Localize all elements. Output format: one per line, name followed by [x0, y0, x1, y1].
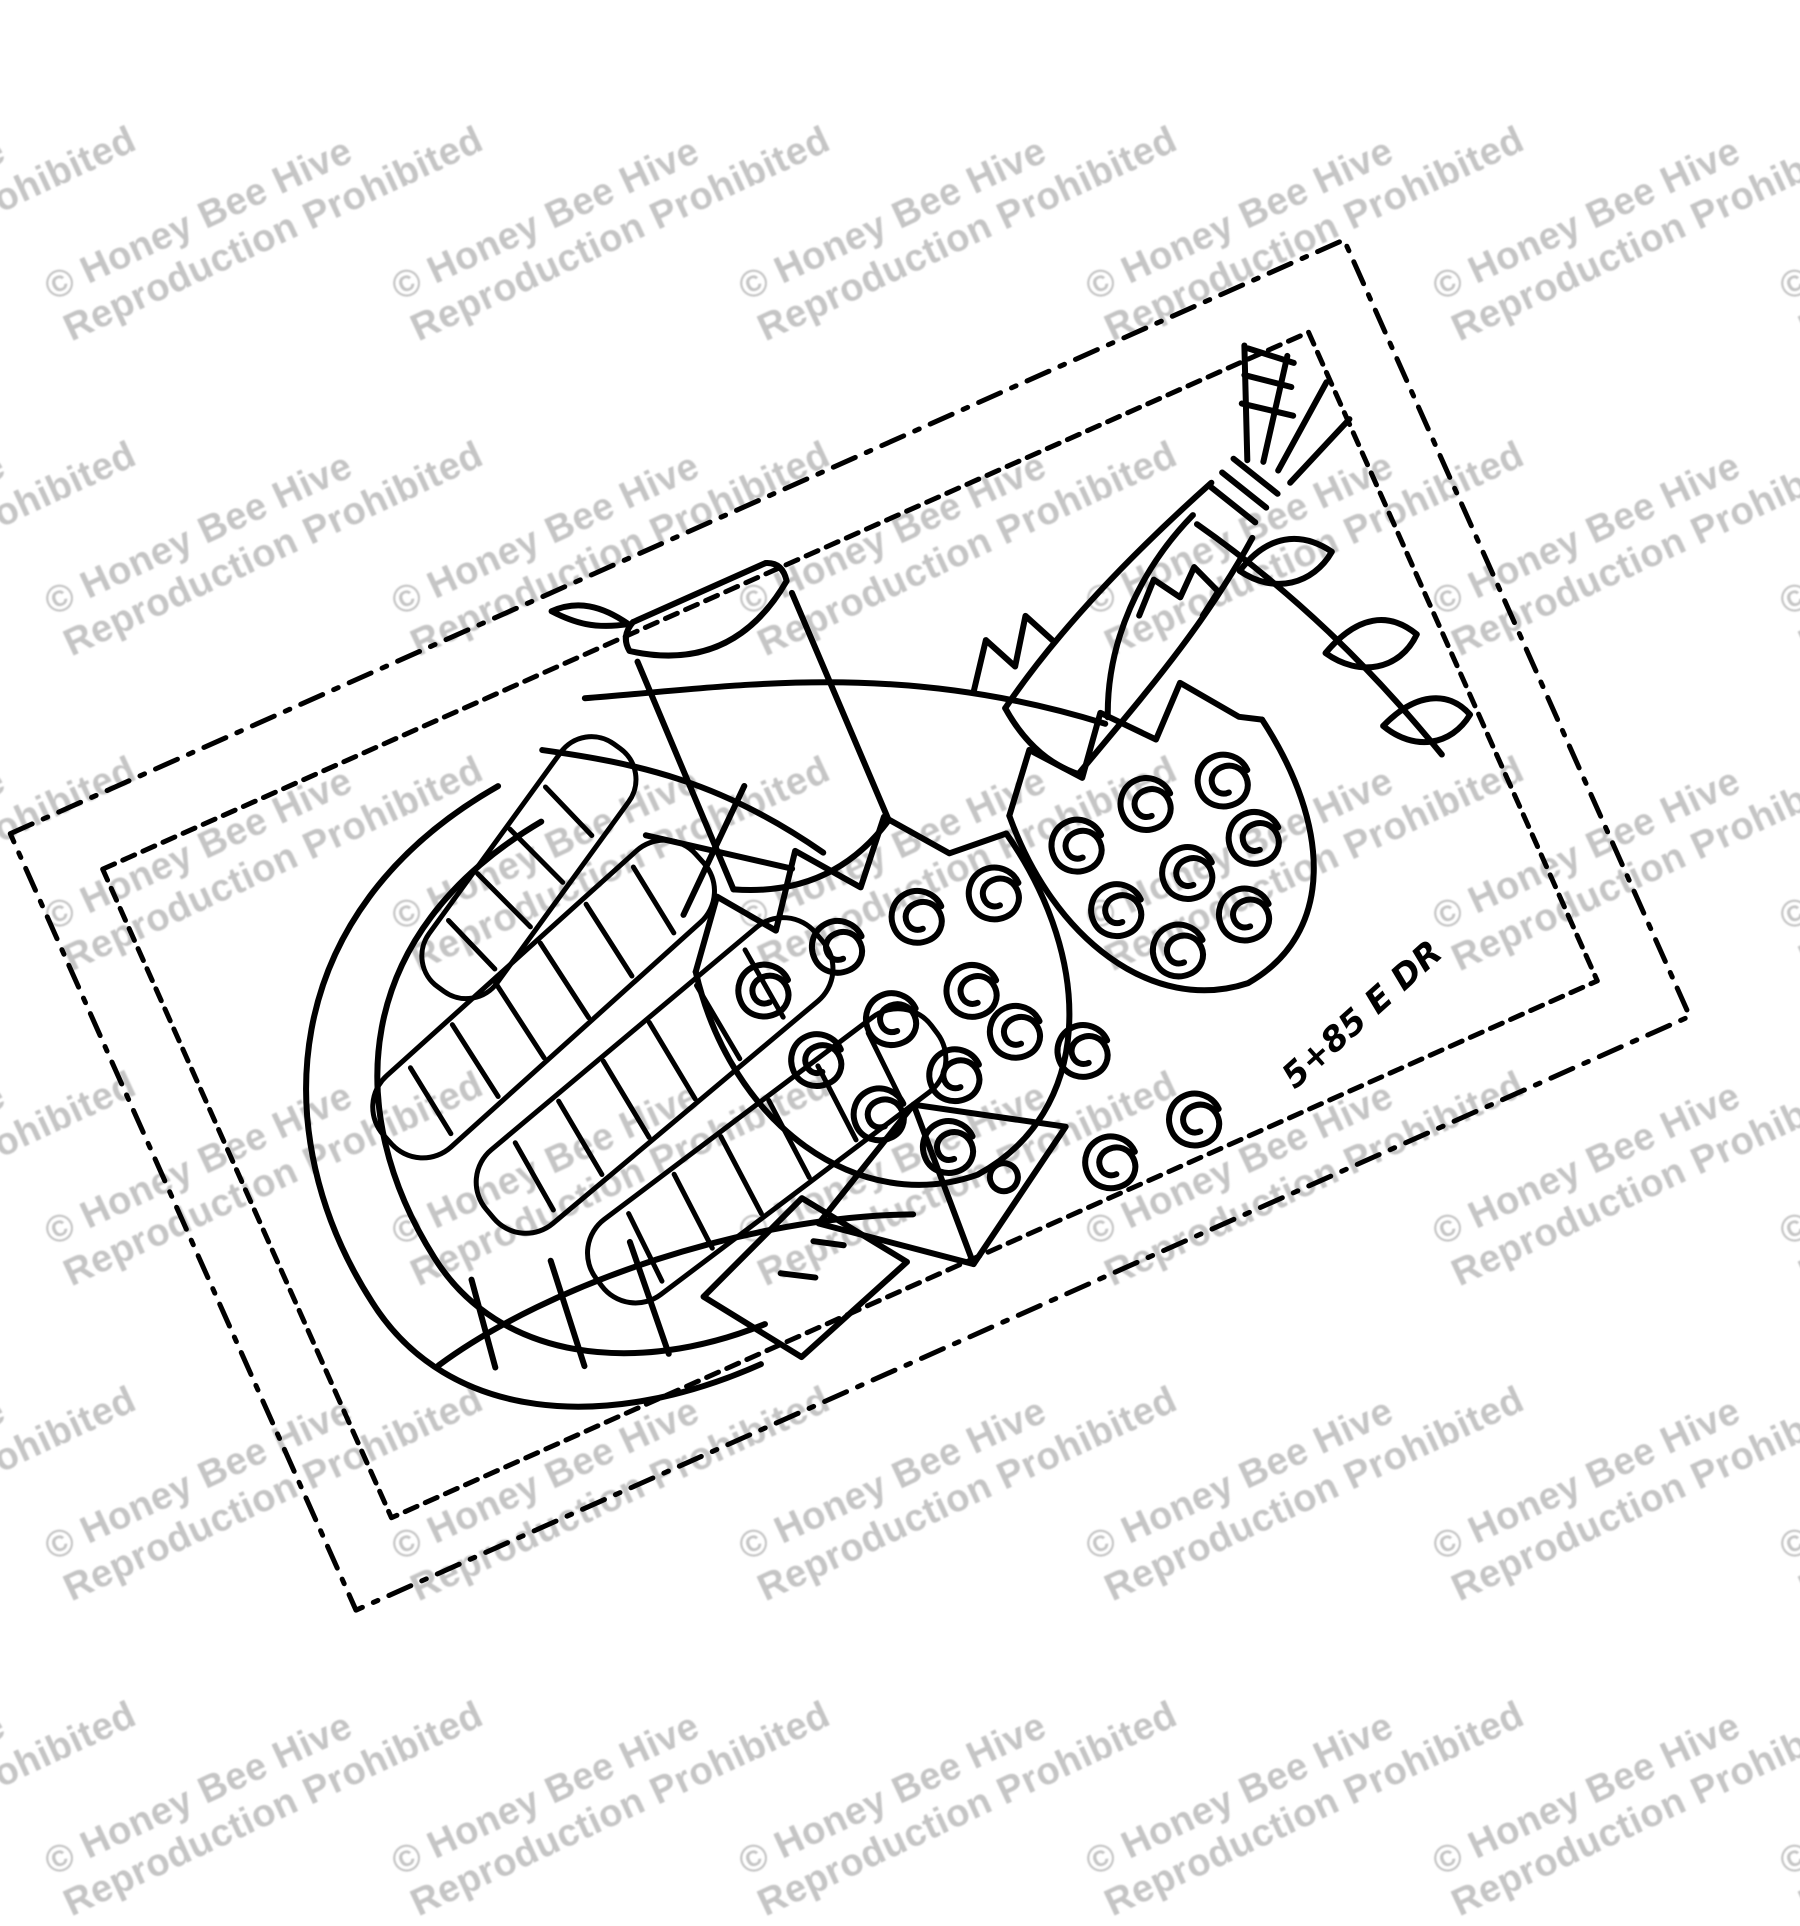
strawberries-drawing	[539, 512, 1317, 1329]
napkin-wedges-drawing	[700, 1101, 1069, 1361]
scanned-pattern-page: { "page": { "background_color": "#ffffff…	[0, 118, 1800, 1925]
swirl-seed	[804, 913, 873, 982]
swirl-seed	[858, 985, 927, 1054]
leaf-sprig-drawing	[1136, 521, 1474, 758]
swirl-seed	[1144, 916, 1213, 985]
swirl-seed	[1220, 804, 1289, 873]
swirl-seed	[883, 883, 952, 952]
swirl-seed	[1112, 770, 1181, 839]
swirl-seed	[730, 956, 799, 1025]
swirl-seed	[960, 859, 1029, 928]
swirl-seed	[921, 1041, 990, 1110]
outer-border	[7, 237, 1693, 1613]
basket-drawing	[303, 783, 917, 1410]
swirl-seed	[1189, 746, 1258, 815]
pattern-drawing: 5+85 E DR	[7, 237, 1693, 1613]
swirl-seed	[1043, 811, 1112, 880]
crock-drawing	[548, 560, 892, 893]
sack-drawing	[970, 342, 1353, 778]
swirl-seed	[915, 1113, 984, 1182]
swirl-seed	[1154, 839, 1223, 908]
swirl-seed	[1161, 1085, 1230, 1154]
swirl-seed	[1083, 876, 1152, 945]
signature-text: 5+85 E DR	[1274, 933, 1450, 1097]
inner-border	[100, 329, 1600, 1521]
swirl-seed	[1211, 880, 1280, 949]
bread-loaves-drawing	[370, 734, 949, 1306]
